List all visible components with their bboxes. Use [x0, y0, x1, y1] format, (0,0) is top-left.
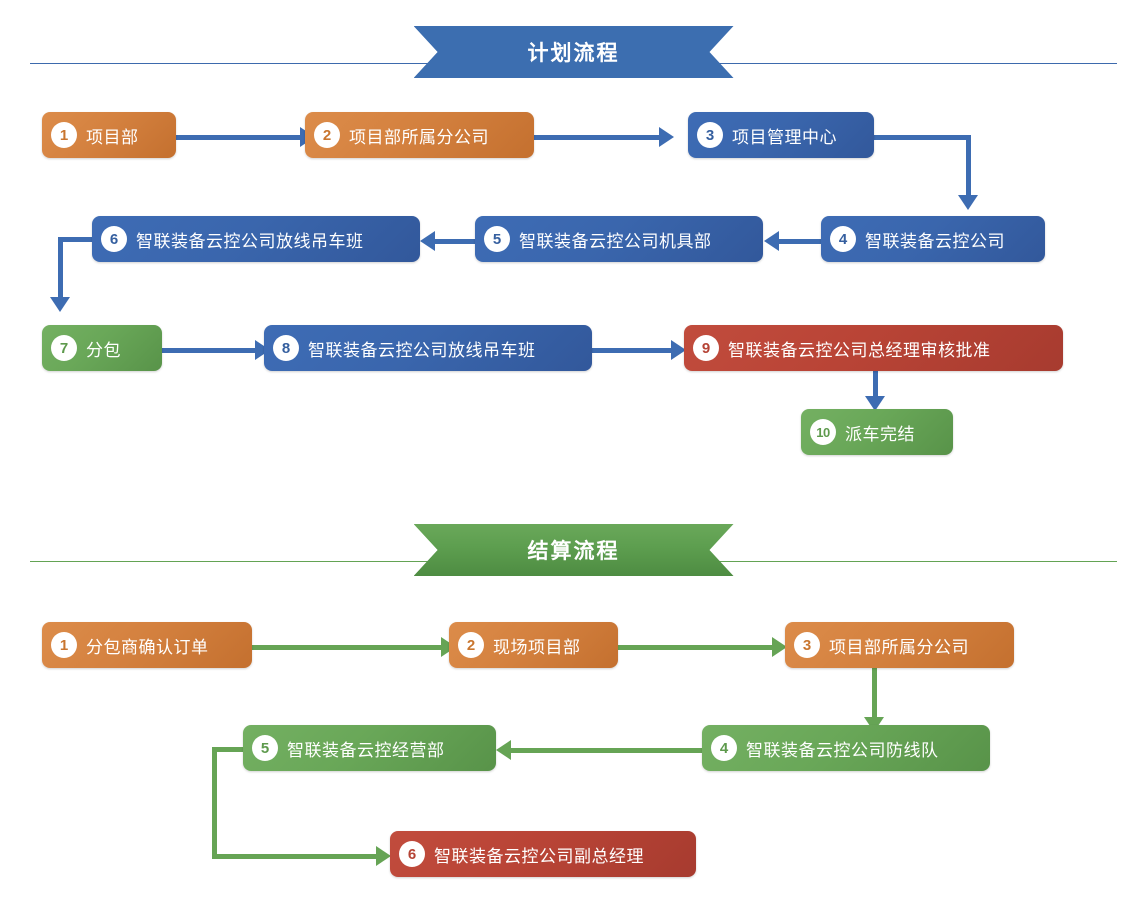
plan-node-3-number: 3 — [697, 122, 723, 148]
settlement-node-5-label: 智联装备云控经营部 — [287, 740, 445, 760]
plan-node-4-number: 4 — [830, 226, 856, 252]
plan-node-9[interactable]: 9 智联装备云控公司总经理审核批准 — [684, 325, 1063, 371]
plan-node-2[interactable]: 2 项目部所属分公司 — [305, 112, 534, 158]
arrowhead-p3-p4 — [958, 195, 978, 210]
settlement-node-4-label: 智联装备云控公司防线队 — [746, 740, 939, 760]
connector-p7-p8 — [162, 348, 256, 353]
plan-node-8-number: 8 — [273, 335, 299, 361]
connector-s1-s2 — [252, 645, 442, 650]
plan-node-10-number: 10 — [810, 419, 836, 445]
settlement-node-2-label: 现场项目部 — [493, 637, 581, 657]
plan-node-7-label: 分包 — [86, 340, 121, 360]
settlement-node-1-number: 1 — [51, 632, 77, 658]
plan-node-5-number: 5 — [484, 226, 510, 252]
plan-node-1-number: 1 — [51, 122, 77, 148]
connector-p6-p7-horizontal — [58, 237, 100, 242]
settlement-node-2[interactable]: 2 现场项目部 — [449, 622, 618, 668]
settlement-node-6[interactable]: 6 智联装备云控公司副总经理 — [390, 831, 696, 877]
connector-s5-s6-vertical — [212, 747, 217, 859]
plan-section-banner: 计划流程 — [0, 26, 1147, 86]
plan-node-10[interactable]: 10 派车完结 — [801, 409, 953, 455]
arrowhead-p2-p3 — [659, 127, 674, 147]
plan-node-7-number: 7 — [51, 335, 77, 361]
settlement-node-4-number: 4 — [711, 735, 737, 761]
plan-node-6-number: 6 — [101, 226, 127, 252]
plan-node-2-number: 2 — [314, 122, 340, 148]
plan-node-4[interactable]: 4 智联装备云控公司 — [821, 216, 1045, 262]
connector-s3-s4 — [872, 668, 877, 720]
plan-section-title: 计划流程 — [527, 42, 620, 65]
settlement-node-6-number: 6 — [399, 841, 425, 867]
plan-node-9-number: 9 — [693, 335, 719, 361]
settlement-node-3-number: 3 — [794, 632, 820, 658]
settlement-node-4[interactable]: 4 智联装备云控公司防线队 — [702, 725, 990, 771]
arrowhead-p4-p5 — [764, 231, 779, 251]
ribbon-shape — [413, 26, 734, 78]
settlement-node-3-label: 项目部所属分公司 — [829, 637, 969, 657]
plan-node-5-label: 智联装备云控公司机具部 — [519, 231, 712, 251]
arrowhead-s5-s6 — [376, 846, 391, 866]
settlement-node-1-label: 分包商确认订单 — [86, 637, 209, 657]
plan-node-7[interactable]: 7 分包 — [42, 325, 162, 371]
connector-p3-p4-vertical — [966, 135, 971, 197]
connector-p8-p9 — [592, 348, 672, 353]
arrowhead-p8-p9 — [671, 340, 686, 360]
connector-p6-p7-vertical — [58, 237, 63, 299]
settlement-node-3[interactable]: 3 项目部所属分公司 — [785, 622, 1014, 668]
plan-node-8-label: 智联装备云控公司放线吊车班 — [308, 340, 536, 360]
plan-node-1-label: 项目部 — [86, 127, 139, 147]
plan-node-8[interactable]: 8 智联装备云控公司放线吊车班 — [264, 325, 592, 371]
settlement-section-banner: 结算流程 — [0, 524, 1147, 584]
arrowhead-p9-p10 — [865, 396, 885, 411]
plan-node-6[interactable]: 6 智联装备云控公司放线吊车班 — [92, 216, 420, 262]
connector-s2-s3 — [618, 645, 773, 650]
connector-p4-p5 — [778, 239, 821, 244]
arrowhead-s2-s3 — [772, 637, 787, 657]
connector-p9-p10 — [873, 371, 878, 399]
plan-node-6-label: 智联装备云控公司放线吊车班 — [136, 231, 364, 251]
plan-node-2-label: 项目部所属分公司 — [349, 127, 489, 147]
connector-s5-s6-bottom — [212, 854, 377, 859]
settlement-section-ribbon: 结算流程 — [413, 524, 734, 576]
plan-node-4-label: 智联装备云控公司 — [865, 231, 1005, 251]
arrowhead-s4-s5 — [496, 740, 511, 760]
settlement-section-title: 结算流程 — [527, 540, 620, 563]
connector-p3-p4-horizontal — [874, 135, 971, 140]
settlement-node-1[interactable]: 1 分包商确认订单 — [42, 622, 252, 668]
settlement-node-2-number: 2 — [458, 632, 484, 658]
plan-node-9-label: 智联装备云控公司总经理审核批准 — [728, 340, 991, 360]
connector-p5-p6 — [434, 239, 475, 244]
connector-p1-p2 — [176, 135, 301, 140]
connector-p2-p3 — [534, 135, 660, 140]
ribbon-shape — [413, 524, 734, 576]
plan-node-5[interactable]: 5 智联装备云控公司机具部 — [475, 216, 763, 262]
settlement-node-5[interactable]: 5 智联装备云控经营部 — [243, 725, 496, 771]
settlement-node-6-label: 智联装备云控公司副总经理 — [434, 846, 644, 866]
plan-node-10-label: 派车完结 — [845, 424, 915, 444]
arrowhead-p6-p7 — [50, 297, 70, 312]
connector-s5-s6-top — [212, 747, 250, 752]
plan-node-3-label: 项目管理中心 — [732, 127, 837, 147]
connector-s4-s5 — [510, 748, 702, 753]
plan-section-ribbon: 计划流程 — [413, 26, 734, 78]
plan-node-1[interactable]: 1 项目部 — [42, 112, 176, 158]
arrowhead-p5-p6 — [420, 231, 435, 251]
plan-node-3[interactable]: 3 项目管理中心 — [688, 112, 874, 158]
settlement-node-5-number: 5 — [252, 735, 278, 761]
